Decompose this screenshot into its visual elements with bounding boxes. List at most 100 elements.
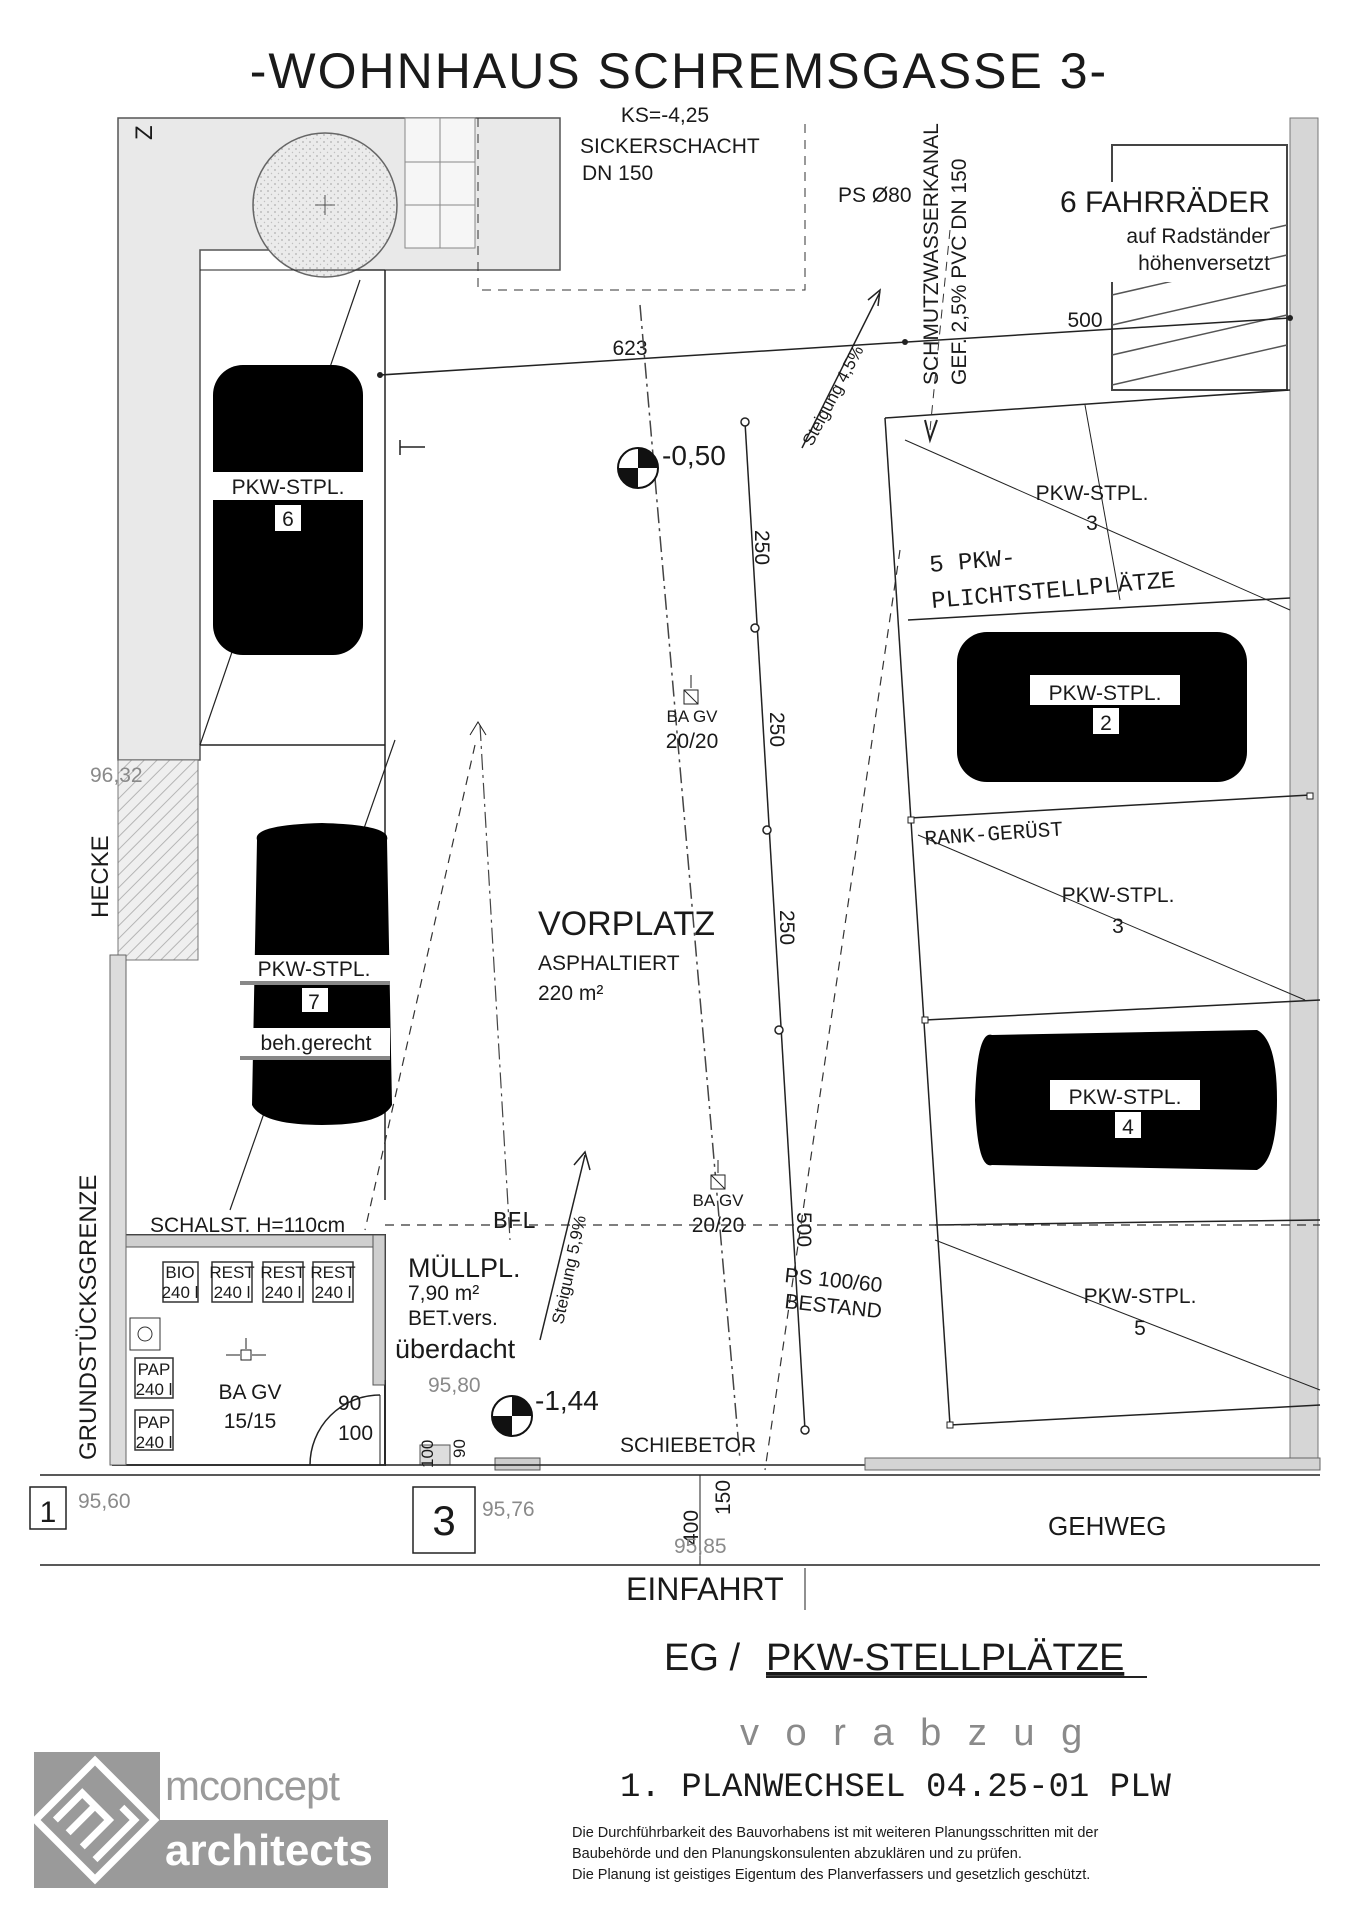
- bikes-title: 6 FAHRRÄDER: [1060, 186, 1270, 219]
- marker-1: 1: [40, 1496, 57, 1529]
- schiebetor-rail: [864, 1457, 1321, 1471]
- bin-bio-volume: 240 l: [162, 1283, 199, 1302]
- schiebetor-label: SCHIEBETOR: [620, 1434, 756, 1457]
- drain-1-size: 20/20: [666, 730, 719, 753]
- schaltschrank-label: SCHALST. H=110cm: [150, 1214, 345, 1237]
- right-parking-grid: [884, 389, 1321, 1429]
- parking-7-label: PKW-STPL.: [258, 958, 371, 981]
- bin-rest1-label: REST: [209, 1263, 254, 1282]
- drain-2-label: BA GV: [692, 1191, 744, 1210]
- car-icon-2: [957, 619, 1247, 795]
- bin-pap1-label: PAP: [138, 1360, 171, 1379]
- drain-3-size: 15/15: [224, 1410, 277, 1433]
- parking-3b-label: PKW-STPL.: [1062, 884, 1175, 907]
- bin-pap2-volume: 240 l: [136, 1433, 173, 1452]
- bin-bio: BIO 240 l: [162, 1261, 199, 1303]
- bikes-line1: auf Radständer: [1126, 225, 1270, 248]
- bin-pap2-label: PAP: [138, 1413, 171, 1432]
- bikes-line2: höhenversetzt: [1138, 252, 1270, 275]
- dim-150: 150: [712, 1480, 735, 1515]
- note-line-1: Die Durchführbarkeit des Bauvorhabens is…: [572, 1825, 1098, 1841]
- dim-90: 90: [338, 1392, 361, 1415]
- gehweg-label: GEHWEG: [1048, 1511, 1166, 1541]
- note-line-2: Baubehörde und den Planungskonsulenten a…: [572, 1846, 1022, 1862]
- bin-pap-1: PAP 240 l: [134, 1357, 174, 1399]
- level-9560: 95,60: [78, 1490, 131, 1513]
- hedge-strip: [117, 759, 199, 961]
- dim-line-top: [379, 317, 1291, 376]
- parking-7-accessible: beh.gerecht: [261, 1032, 372, 1055]
- drain-icon-3: [226, 1338, 266, 1361]
- slope-59: Steigung 5,9%: [548, 1214, 590, 1326]
- bin-bio-label: BIO: [165, 1263, 194, 1282]
- dim-623: 623: [612, 337, 647, 360]
- slope-45: Steigung 4,5%: [799, 342, 868, 449]
- marker-3: 3: [432, 1497, 455, 1544]
- drain-icon-1: [683, 675, 699, 705]
- sickerschacht-label: SICKERSCHACHT: [580, 135, 760, 158]
- lichtstell-line1: 5 PKW-: [928, 546, 1016, 580]
- slope-arrow-bottom: [539, 1154, 586, 1341]
- mconcept-logo: mconcept architects: [30, 1752, 388, 1888]
- bin-rest2-volume: 240 l: [265, 1283, 302, 1302]
- planwechsel-label: 1. PLANWECHSEL 04.25-01 PLW: [620, 1769, 1171, 1807]
- level-marker-050: [617, 447, 659, 489]
- corner-mark: Z: [131, 125, 158, 140]
- parking-2-number: 2: [1100, 712, 1112, 735]
- sickerschacht-dn: DN 150: [582, 162, 653, 185]
- dim-90-vertical: 90: [450, 1439, 469, 1458]
- paving-grid: [404, 117, 476, 249]
- logo-word-architects: architects: [165, 1826, 373, 1875]
- vorplatz-area: 220 m²: [538, 982, 603, 1005]
- hecke-label: HECKE: [87, 835, 114, 918]
- level-9576: 95,76: [482, 1498, 535, 1521]
- bin-rest-1: REST 240 l: [209, 1261, 255, 1303]
- parking-3a-label: PKW-STPL.: [1036, 482, 1149, 505]
- muell-covered: überdacht: [395, 1334, 516, 1364]
- muell-title: MÜLLPL.: [408, 1253, 521, 1283]
- drain-icon-2: [710, 1160, 726, 1190]
- parking-5-label: PKW-STPL.: [1084, 1285, 1197, 1308]
- parking-6-label: PKW-STPL.: [232, 476, 345, 499]
- bin-rest3-volume: 240 l: [315, 1283, 352, 1302]
- parking-4-label: PKW-STPL.: [1069, 1086, 1182, 1109]
- parking-3b-number: 3: [1112, 915, 1124, 938]
- parking-4-number: 4: [1122, 1116, 1134, 1139]
- drain-1-label: BA GV: [666, 707, 718, 726]
- neighbour-wall: [1289, 117, 1319, 1469]
- bin-pap-2: PAP 240 l: [134, 1409, 174, 1452]
- dim-250-a: 250: [750, 530, 773, 565]
- muell-surface: BET.vers.: [408, 1307, 498, 1330]
- parking-5-number: 5: [1134, 1317, 1146, 1340]
- dim-400: 400: [680, 1510, 703, 1545]
- sickerschacht-outline: [477, 118, 806, 291]
- bin-rest-3: REST 240 l: [310, 1261, 356, 1303]
- dim-250-c: 250: [775, 910, 798, 945]
- parking-7-number: 7: [308, 991, 320, 1014]
- level-144: -1,44: [535, 1385, 599, 1416]
- vorplatz-surface: ASPHALTIERT: [538, 952, 680, 975]
- bin-rest-2: REST 240 l: [260, 1261, 306, 1303]
- level-9580: 95,80: [428, 1374, 481, 1397]
- kanal-line: [929, 229, 951, 431]
- kanal-gefaelle: GEF. 2,5% PVC DN 150: [948, 159, 971, 385]
- level-050: -0,50: [662, 440, 726, 471]
- bin-rest2-label: REST: [260, 1263, 305, 1282]
- level-marker-144: [491, 1395, 533, 1437]
- drain-2-size: 20/20: [692, 1214, 745, 1237]
- bfl-label: BFL: [493, 1209, 536, 1236]
- drain-3-label: BA GV: [218, 1381, 281, 1404]
- level-9632: 96,32: [90, 764, 143, 787]
- parking-6-number: 6: [282, 508, 294, 531]
- dim-500-top: 500: [1067, 309, 1102, 332]
- slope-arrow-top: [801, 291, 881, 449]
- parking-3a-number: 3: [1086, 512, 1098, 535]
- vorabzug-label: v o r a b z u g: [740, 1712, 1090, 1754]
- level-9585: 95,85: [674, 1535, 727, 1558]
- parking-2-label: PKW-STPL.: [1049, 682, 1162, 705]
- bin-pap1-volume: 240 l: [136, 1380, 173, 1399]
- marker-3-box: [412, 1486, 476, 1554]
- dim-line-vertical: [744, 421, 806, 1431]
- note-line-3: Die Planung ist geistiges Eigentum des P…: [572, 1867, 1090, 1883]
